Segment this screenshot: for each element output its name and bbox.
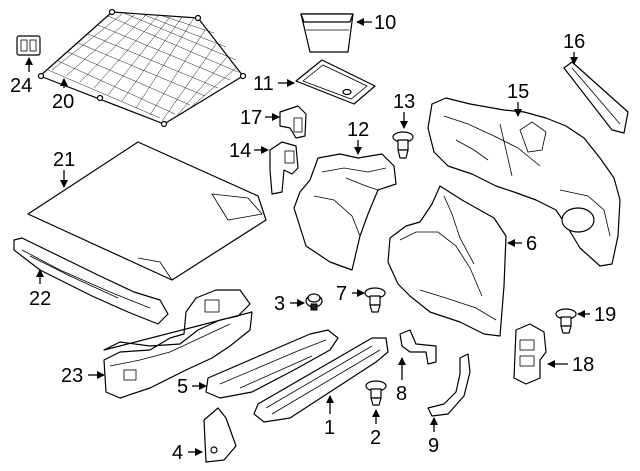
callout-8: 8 — [396, 383, 407, 405]
callout-7: 7 — [336, 283, 347, 305]
callout-23: 23 — [61, 365, 83, 387]
part-21-floor-cover — [27, 141, 267, 281]
part-11-storage-lid — [295, 59, 376, 105]
part-15-wheelhouse-panel — [427, 97, 621, 267]
callout-5: 5 — [177, 376, 188, 398]
part-12-side-trim — [293, 153, 397, 271]
part-3-grommet — [305, 293, 323, 311]
part-9-support-strap — [427, 353, 471, 417]
callout-10: 10 — [374, 12, 396, 34]
part-24-clip — [16, 35, 41, 56]
callout-11: 11 — [253, 73, 274, 95]
part-10-storage-bin — [300, 13, 354, 53]
leader-lines — [25, 18, 590, 456]
callout-24: 24 — [10, 75, 32, 97]
callout-21: 21 — [53, 149, 75, 171]
callout-4: 4 — [172, 442, 183, 464]
part-16-cover-panel — [563, 61, 629, 134]
part-14-side-bracket — [269, 141, 299, 195]
part-17-bracket — [279, 105, 307, 139]
part-20-cargo-net — [37, 8, 247, 128]
callout-2: 2 — [370, 427, 381, 449]
part-6-trunk-liner — [387, 185, 507, 337]
callout-16: 16 — [563, 31, 585, 53]
callout-14: 14 — [229, 140, 251, 162]
part-23-latch-bracket — [103, 289, 253, 399]
part-5-trim-panel — [205, 329, 339, 399]
part-18-bracket — [513, 323, 547, 385]
part-19-push-clip — [555, 308, 577, 334]
part-4-brace — [203, 407, 237, 463]
callout-13: 13 — [393, 91, 415, 113]
part-22-sill-trim — [13, 237, 169, 325]
callout-15: 15 — [507, 81, 529, 103]
part-2-push-clip — [365, 380, 387, 406]
callout-18: 18 — [572, 354, 594, 376]
callout-numbers: 24 20 10 11 16 15 13 17 12 14 21 6 22 3 … — [10, 12, 616, 464]
callout-6: 6 — [526, 233, 537, 255]
callout-17: 17 — [240, 107, 262, 129]
callout-22: 22 — [29, 288, 51, 310]
callout-3: 3 — [274, 293, 285, 315]
callout-20: 20 — [52, 91, 74, 113]
part-8-metal-bracket — [399, 329, 437, 365]
callout-1: 1 — [324, 417, 335, 439]
callout-19: 19 — [594, 304, 616, 326]
part-13-push-clip — [392, 131, 414, 159]
part-7-push-clip — [364, 287, 386, 313]
callout-12: 12 — [347, 119, 369, 141]
callout-9: 9 — [428, 435, 439, 457]
part-1-scuff-plate — [253, 337, 389, 423]
